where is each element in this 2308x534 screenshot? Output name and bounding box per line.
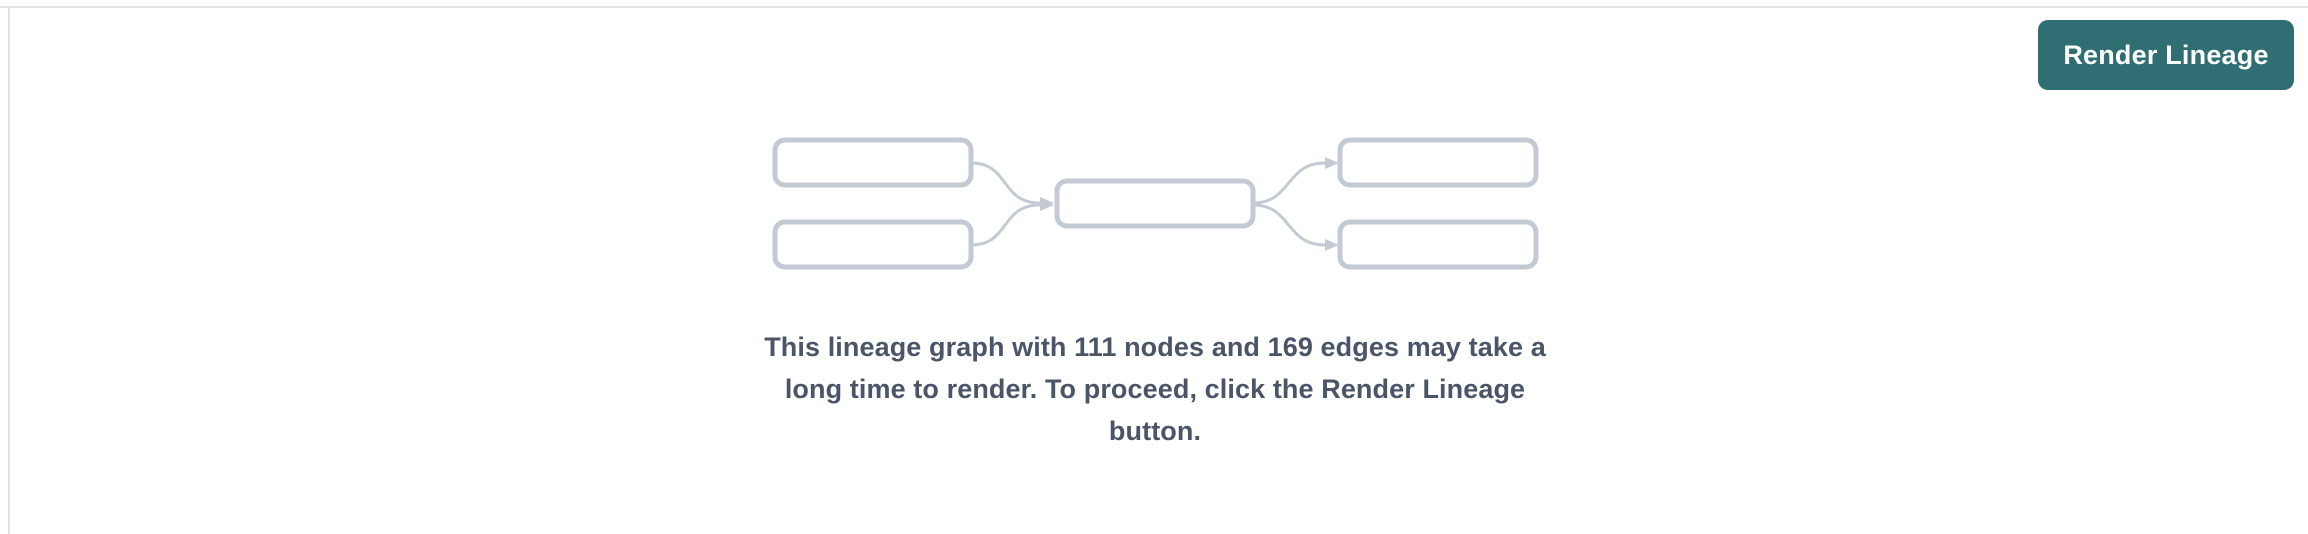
- edge-arrowhead-center-in-bottom: [1040, 199, 1054, 211]
- lineage-warning-message: This lineage graph with 111 nodes and 16…: [760, 326, 1550, 452]
- warning-line-1: This lineage graph with 111 nodes and 16…: [764, 332, 1524, 362]
- edge-arrowhead-right-top: [1325, 157, 1339, 169]
- warning-line-3: button.: [1108, 416, 1202, 446]
- warning-line-2: a long time to render. To proceed, click…: [784, 332, 1546, 404]
- edge-left-top-to-center: [970, 161, 1041, 205]
- edge-arrowhead-right-bottom: [1325, 239, 1339, 251]
- graph-node-center: [1054, 178, 1256, 229]
- graph-node-left-top: [772, 137, 974, 188]
- graph-node-left-bottom: [772, 219, 974, 270]
- graph-node-right-top: [1337, 137, 1539, 188]
- graph-node-right-bottom: [1337, 219, 1539, 270]
- render-lineage-button[interactable]: Render Lineage: [2038, 20, 2294, 90]
- left-panel-edge: [8, 8, 10, 534]
- top-divider: [0, 6, 2308, 8]
- edge-center-to-right-top: [1252, 161, 1326, 205]
- edge-center-to-right-bottom: [1252, 203, 1326, 247]
- edge-left-bottom-to-center: [970, 203, 1041, 247]
- edge-arrowhead-center-in-top: [1040, 197, 1054, 209]
